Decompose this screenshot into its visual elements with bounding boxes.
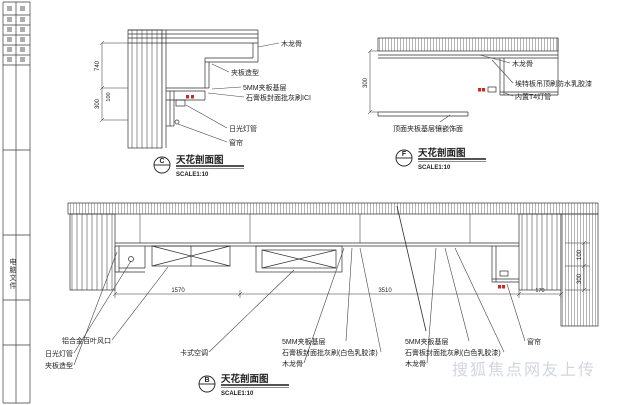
titleblock-vertical-label: 电脑文件 (9, 258, 16, 290)
titleblock-cell-marks (7, 6, 25, 62)
detail-b-red-annotation (498, 285, 505, 289)
detail-b-title-rule (221, 384, 289, 388)
detail-c-title: 天花剖面图 (176, 154, 224, 166)
dim-c-100: 100 (106, 92, 112, 101)
detail-c-title-bubble (153, 156, 171, 174)
dim-b-100: 100 (577, 249, 583, 260)
label-b-plywood-base-2: 5MM夹板基层 (405, 337, 449, 346)
label-b-gypsum-finish-2: 石膏板封面批灰刷(白色乳胶漆) (405, 348, 501, 357)
label-f-wood-keel: 木龙骨 (512, 59, 533, 68)
label-b-wood-keel-1: 木龙骨 (282, 359, 303, 368)
label-b-cassette-ac: 卡式空调 (180, 348, 208, 357)
dim-c-740: 740 (95, 60, 101, 71)
label-b-fluorescent: 日光灯管 (45, 349, 73, 358)
detail-b-dimensions (112, 240, 590, 298)
label-b-curtain: 窗帘 (527, 337, 541, 346)
detail-c-dimensions (99, 40, 128, 123)
label-c-fluorescent: 日光灯管 (229, 124, 257, 133)
label-b-louver-vent: 铝合金百叶风口 (62, 336, 111, 345)
detail-f-title-rule (418, 158, 486, 162)
detail-f-scale: SCALE1:10 (418, 165, 451, 171)
detail-f-title: 天花剖面图 (418, 147, 466, 159)
label-c-plywood-base: 5MM夹板基层 (243, 83, 287, 92)
dim-b-1570: 1570 (171, 288, 185, 294)
dim-b-3510: 3510 (378, 288, 392, 294)
label-b-plywood-base-1: 5MM夹板基层 (282, 337, 326, 346)
label-b-wood-keel-2: 木龙骨 (405, 359, 426, 368)
label-f-inlay-finish: 顶面夹板基层镶嵌饰面 (393, 124, 463, 133)
dim-c-300: 300 (95, 98, 101, 109)
detail-c-ref: C (159, 158, 164, 165)
label-c-wood-keel: 木龙骨 (281, 39, 302, 48)
detail-b-ref: B (204, 377, 209, 384)
detail-c-drawing (127, 29, 259, 149)
label-c-curtain: 窗帘 (229, 138, 243, 147)
label-f-t4-lamp: 内置T4灯管 (515, 92, 551, 101)
detail-b-drawing (67, 202, 599, 332)
dim-f-300: 300 (363, 77, 369, 88)
detail-c-scale: SCALE1:10 (176, 172, 209, 178)
detail-c-title-rule (176, 165, 244, 169)
detail-c-red-annotation (186, 95, 194, 99)
label-b-gypsum-finish-1: 石膏板封面批灰刷(白色乳胶漆) (282, 348, 378, 357)
detail-c-leader-lines (177, 42, 280, 143)
detail-f-drawing (377, 37, 559, 117)
detail-b-scale: SCALE1:10 (221, 391, 254, 397)
label-c-plywood-shape: 夹板造型 (231, 68, 259, 77)
detail-b-leader-lines (73, 247, 526, 366)
detail-f-dimensions (367, 48, 378, 115)
dim-b-300: 300 (577, 273, 583, 284)
label-c-gypsum-finish: 石膏板封面批灰刷ICI (246, 93, 311, 102)
dim-b-170: 170 (535, 288, 544, 294)
detail-f-leader-lines (439, 54, 514, 123)
detail-f-ref: F (402, 151, 407, 158)
detail-b-title: 天花剖面图 (221, 373, 269, 385)
titleblock-strip (2, 1, 31, 404)
label-f-board-ceiling-paint: 埃特板吊顶刷防水乳胶漆 (515, 79, 592, 88)
detail-f-title-bubble (395, 149, 413, 167)
detail-b-title-bubble (198, 375, 216, 393)
detail-f-red-annotation (478, 88, 485, 92)
label-b-plywood-shape: 夹板造型 (45, 361, 73, 370)
